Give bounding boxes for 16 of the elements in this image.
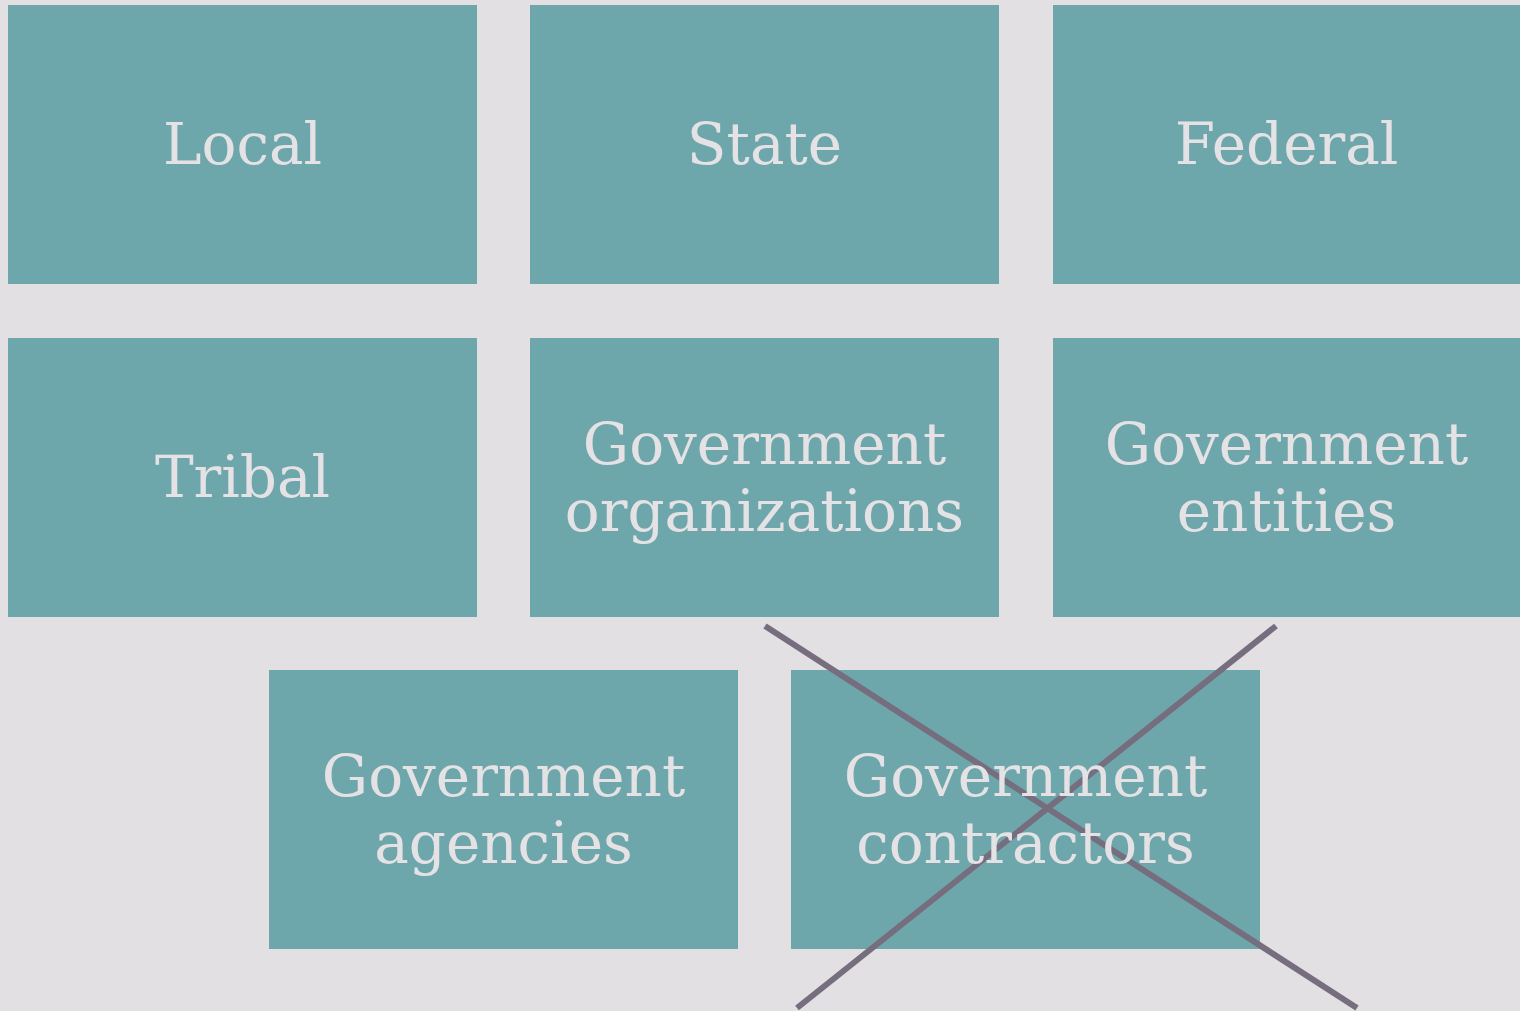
category-box <box>8 5 477 284</box>
box-label: Tribal <box>154 444 331 511</box>
category-box <box>1053 338 1520 617</box>
box-label: Government entities <box>1103 410 1470 545</box>
box-label: Government contractors <box>842 742 1209 877</box>
box-label: Government agencies <box>320 742 687 877</box>
box-label: Local <box>162 111 322 178</box>
category-box <box>791 670 1260 949</box>
box-label: Federal <box>1174 111 1399 178</box>
box-label: Government organizations <box>563 410 966 545</box>
category-box <box>530 338 999 617</box>
category-box <box>530 5 999 284</box>
category-box <box>8 338 477 617</box>
category-box <box>1053 5 1520 284</box>
category-box <box>269 670 738 949</box>
box-label: State <box>686 111 843 178</box>
